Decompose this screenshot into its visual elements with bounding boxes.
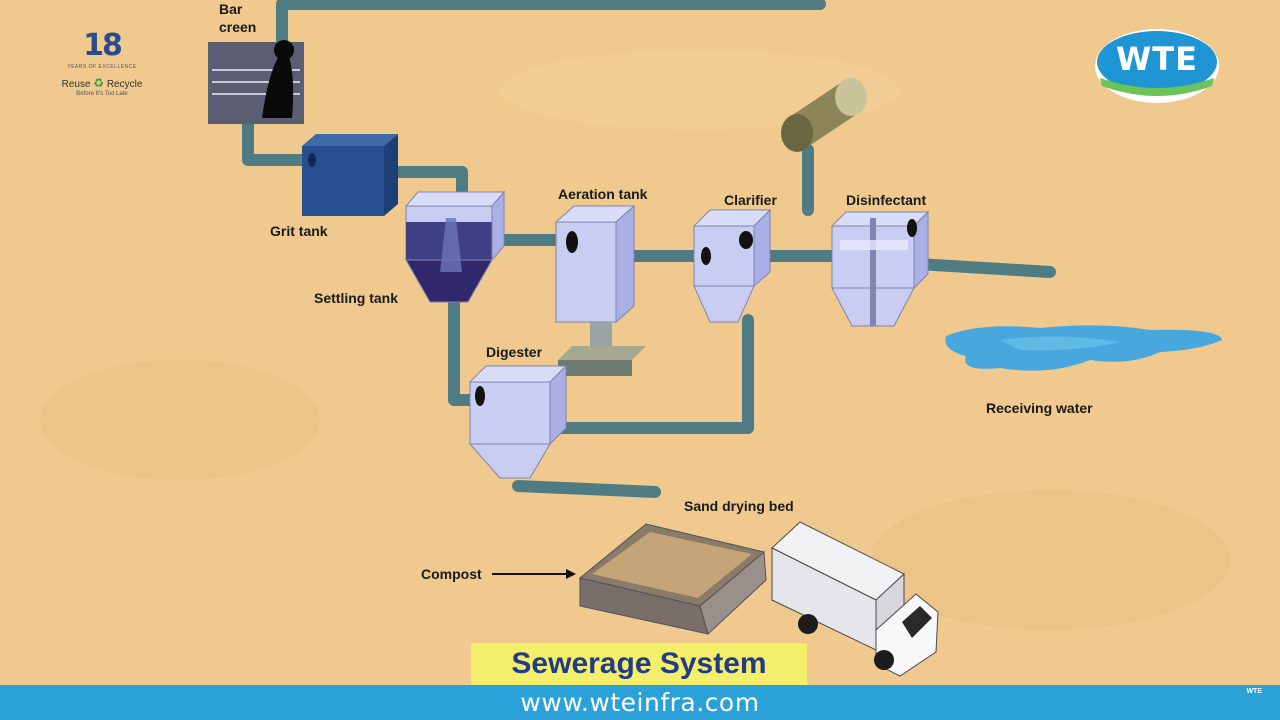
label-bar-screen-2: creen <box>219 19 256 35</box>
label-bar-screen-1: Bar <box>219 1 243 17</box>
compost-arrow <box>492 569 576 579</box>
disinfectant-tank <box>830 210 930 327</box>
page-title: Sewerage System <box>511 647 767 680</box>
anniversary-subtitle: YEARS OF EXCELLENCE <box>67 64 137 70</box>
grit-tank <box>302 134 398 216</box>
footer-bar: www.wteinfra.com WTE <box>0 685 1280 720</box>
anniversary-number: 18 <box>83 28 123 63</box>
label-receiving-water: Receiving water <box>986 400 1093 416</box>
pipe-network <box>242 0 1056 498</box>
recycle-text: Recycle <box>106 79 143 90</box>
label-clarifier: Clarifier <box>724 192 777 208</box>
pipe-clarifier-to-digester <box>554 314 754 434</box>
aeration-tank <box>554 204 646 376</box>
pipe-grit-to-settling <box>392 166 468 202</box>
footer-mini-logo: WTE <box>1246 688 1262 695</box>
bar-screen <box>208 40 304 124</box>
wte-logo-text: WTE <box>1116 40 1198 78</box>
pipe-outfall <box>912 258 1056 278</box>
label-settling-tank: Settling tank <box>314 290 398 306</box>
clarifier <box>692 208 772 323</box>
anniversary-logo: 18 YEARS OF EXCELLENCE Reuse ♻ Recycle B… <box>52 28 152 98</box>
settling-tank <box>404 190 506 303</box>
label-compost: Compost <box>421 566 482 582</box>
pipe-bar-to-grit <box>242 114 308 166</box>
wte-logo: WTE <box>1094 28 1220 104</box>
label-sand-drying-bed: Sand drying bed <box>684 498 794 514</box>
pipe-digester-to-drying-bed <box>512 480 661 498</box>
wte-logo-shape <box>1095 29 1219 103</box>
label-disinfectant: Disinfectant <box>846 192 926 208</box>
title-banner: Sewerage System <box>471 643 807 685</box>
label-grit-tank: Grit tank <box>270 223 328 239</box>
reuse-recycle: Reuse ♻ Recycle <box>52 76 152 90</box>
digester <box>468 364 568 479</box>
inlet-pipe <box>276 0 826 46</box>
brand-tagline: Before It's Too Late <box>76 91 128 97</box>
recycle-icon: ♻ <box>93 76 105 90</box>
sand-drying-bed <box>578 523 767 635</box>
footer-url[interactable]: www.wteinfra.com <box>520 688 760 717</box>
pipe-settling-to-digester <box>448 294 478 406</box>
chemical-tank <box>781 78 867 152</box>
reuse-text: Reuse <box>61 79 91 90</box>
receiving-water <box>945 325 1222 371</box>
truck <box>771 521 939 677</box>
label-aeration-tank: Aeration tank <box>558 186 648 202</box>
label-digester: Digester <box>486 344 543 360</box>
